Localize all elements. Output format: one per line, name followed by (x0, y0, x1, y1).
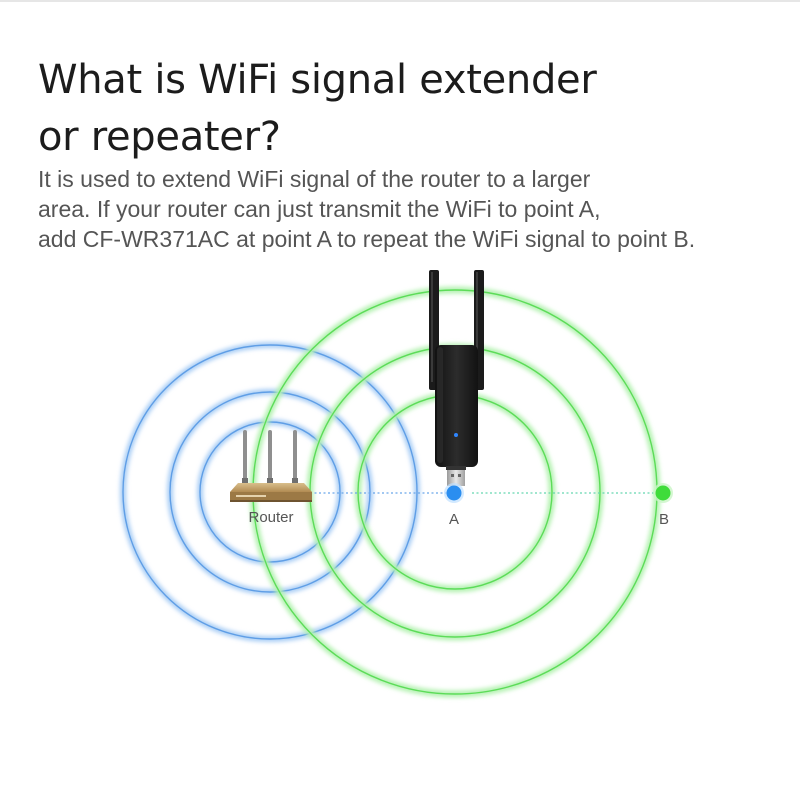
router-label: Router (248, 509, 293, 526)
title-line-2: or repeater? (38, 114, 281, 160)
router-icon (230, 430, 312, 502)
router-ring-outer-core (122, 344, 418, 640)
description-line-3: add CF-WR371AC at point A to repeat the … (38, 226, 696, 252)
router-ring-middle-core (169, 391, 371, 593)
description-line-1: It is used to extend WiFi signal of the … (38, 166, 591, 192)
extender-device-icon (429, 270, 484, 486)
description-line-2: area. If your router can just transmit t… (38, 196, 601, 222)
point-b-marker (653, 483, 673, 503)
description: It is used to extend WiFi signal of the … (38, 164, 788, 254)
point-a-marker (444, 483, 464, 503)
point-a-label: A (449, 511, 459, 528)
page-title: What is WiFi signal extender or repeater… (38, 52, 778, 166)
top-divider (0, 0, 800, 2)
router-signal-rings (120, 342, 420, 642)
title-line-1: What is WiFi signal extender (38, 57, 597, 103)
point-b-label: B (659, 511, 669, 528)
router-ring-inner-core (199, 421, 341, 563)
